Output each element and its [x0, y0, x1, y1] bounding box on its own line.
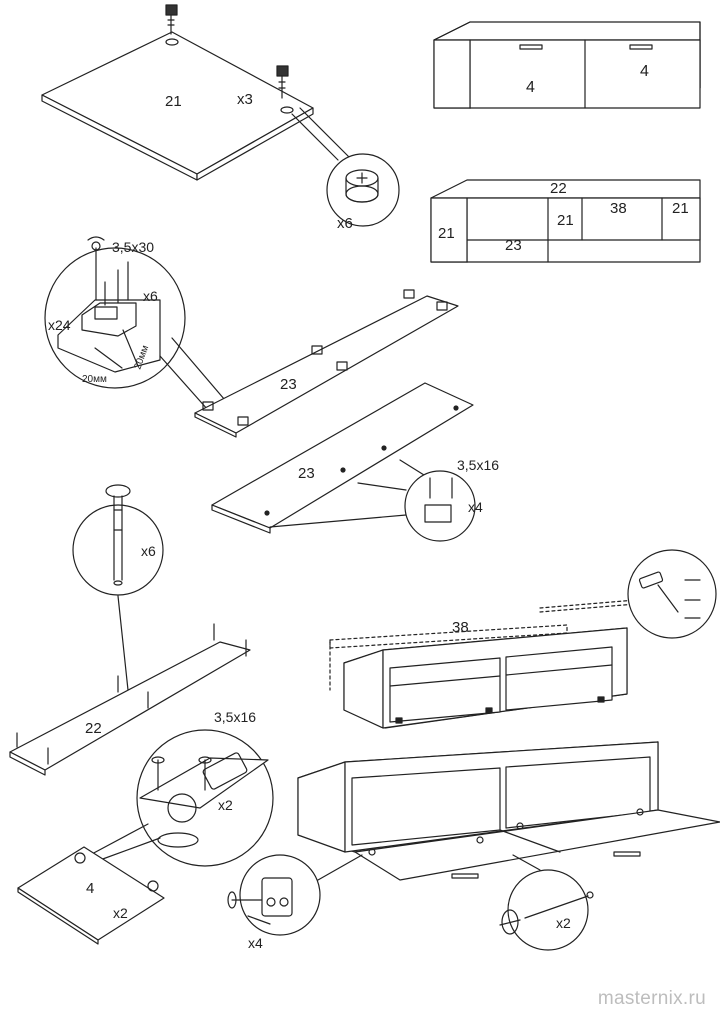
- label-screw-3516-a: 3,5x16: [457, 457, 499, 473]
- board-23-feet: [194, 289, 459, 438]
- label-x6-camlock: x6: [337, 215, 353, 232]
- label-frame-right: 21: [672, 200, 689, 217]
- final-cabinet: [297, 741, 720, 881]
- camlock-icon: [345, 169, 379, 203]
- label-x24: x24: [48, 317, 71, 333]
- hinge-cup-icon: [167, 793, 197, 823]
- screw-icon: [227, 891, 237, 909]
- cam-bolt-icon: [276, 65, 289, 99]
- hinge-icon: [147, 880, 159, 892]
- hammer-icon: [638, 571, 664, 589]
- panel-21-top: [41, 4, 400, 227]
- label-x2-hinge: x2: [218, 797, 233, 813]
- screw-icon: [586, 891, 594, 899]
- label-frame-mid: 21: [557, 212, 574, 229]
- hinge-icon: [74, 852, 86, 864]
- open-frame-parts: [430, 179, 701, 263]
- camlock-detail-circle: [326, 153, 400, 227]
- dowel-detail: [72, 484, 164, 691]
- board-22-pins: [9, 623, 251, 776]
- foot-detail: [44, 236, 186, 389]
- label-frame-top: 22: [550, 180, 567, 197]
- door-handle-icon: [451, 873, 479, 879]
- label-x6-dowels: x6: [141, 543, 156, 559]
- door-handle-icon: [519, 44, 543, 50]
- screwdriver-icon: [91, 241, 101, 251]
- label-frame-back: 38: [610, 200, 627, 217]
- handle-screw-detail: [499, 854, 594, 951]
- label-x2-handles: x2: [556, 915, 571, 931]
- label-screw-3516-b: 3,5x16: [214, 709, 256, 725]
- label-door-left: 4: [526, 79, 535, 96]
- rotate-arrow-icon: [87, 236, 105, 241]
- hammer-detail: [627, 549, 717, 639]
- board-23-plates: [211, 382, 474, 534]
- label-screw-3530: 3,5x30: [112, 239, 154, 255]
- hinge-arm-icon: [202, 752, 248, 790]
- hinge-mount-detail: [227, 854, 363, 936]
- door-handle-icon: [629, 44, 653, 50]
- door-4-panel: [17, 846, 165, 945]
- label-x4-plates: x4: [468, 499, 483, 515]
- label-x2-doors: x2: [113, 905, 128, 921]
- label-dim-20-a: 20мм: [82, 374, 107, 385]
- watermark: masternix.ru: [597, 988, 706, 1009]
- handle-icon: [501, 909, 519, 935]
- mounting-plate-detail: [404, 470, 476, 542]
- label-door-right: 4: [640, 63, 649, 80]
- cam-bolt-icon: [165, 4, 178, 35]
- label-x3: x3: [237, 91, 253, 108]
- hinge-detail: [136, 729, 274, 867]
- label-frame-bottom: 23: [505, 237, 522, 254]
- label-frame-left: 21: [438, 225, 455, 242]
- door-handle-icon: [613, 851, 641, 857]
- label-panel-21: 21: [165, 93, 182, 110]
- mounting-plate-icon: [424, 504, 452, 523]
- label-x6-feet: x6: [143, 288, 158, 304]
- label-board-23-top: 23: [280, 376, 297, 393]
- wall-cabinet-doors: [433, 21, 701, 109]
- label-x4-hinges: x4: [248, 935, 263, 951]
- label-board-23-bottom: 23: [298, 465, 315, 482]
- tv-stand-cabinet: [343, 627, 628, 729]
- label-door-4: 4: [86, 880, 94, 897]
- label-back-38: 38: [452, 619, 469, 636]
- label-board-22: 22: [85, 720, 102, 737]
- hinge-plate-icon: [261, 877, 293, 917]
